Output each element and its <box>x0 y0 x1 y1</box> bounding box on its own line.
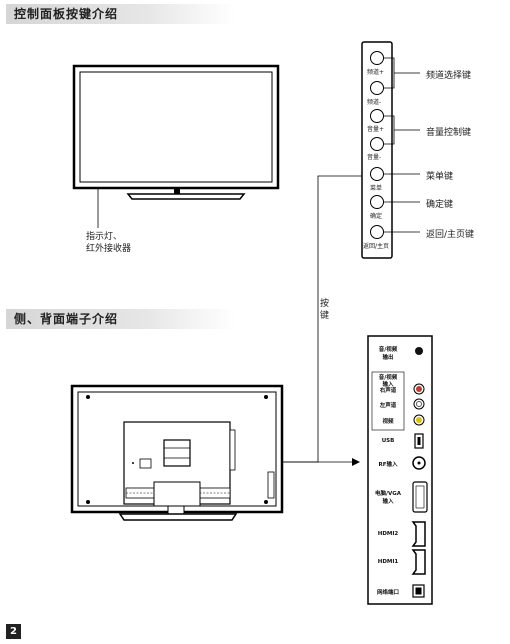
back-home-key-callout: 返回/主页键 <box>426 230 475 240</box>
video-label: 视频 <box>382 419 394 425</box>
rf-in-label: RF输入 <box>378 462 398 468</box>
ok-button-label: 确定 <box>370 213 383 220</box>
hdmi1-label: HDMI1 <box>377 559 399 565</box>
ok-key-callout: 确定键 <box>426 200 454 210</box>
network-port-label: 网络端口 <box>376 590 399 596</box>
page-number: 2 <box>6 624 21 639</box>
av-out-label-line1: 音/视频 <box>378 347 398 353</box>
tv-back-illustration <box>70 384 284 521</box>
av-in-label-line2: 输入 <box>382 382 394 388</box>
usb-label: USB <box>381 438 395 444</box>
right-channel-label: 右声道 <box>379 388 397 394</box>
channel-down-label: 频道- <box>367 99 382 106</box>
av-out-label-line2: 输出 <box>382 355 394 361</box>
control-panel-section-title: 控制面板按键介绍 <box>6 4 236 24</box>
hdmi2-label: HDMI2 <box>377 531 399 537</box>
volume-keys-callout: 音量控制键 <box>426 128 472 138</box>
volume-down-label: 音量- <box>367 154 382 161</box>
menu-button-label: 菜单 <box>370 185 383 192</box>
channel-up-label: 频道+ <box>367 69 385 76</box>
pc-vga-label-line2: 输入 <box>382 499 394 505</box>
left-channel-label: 左声道 <box>379 403 397 409</box>
indicator-label-line2: 红外接收器 <box>86 244 132 254</box>
port-panel-illustration <box>367 335 433 605</box>
av-in-label-line1: 音/视频 <box>378 375 398 381</box>
control-panel-illustration <box>361 41 420 259</box>
ports-section-title: 侧、背面端子介绍 <box>6 309 236 329</box>
volume-up-label: 音量+ <box>367 126 385 133</box>
indicator-label-line1: 指示灯、 <box>86 232 123 242</box>
channel-keys-callout: 频道选择键 <box>426 71 472 81</box>
menu-key-callout: 菜单键 <box>426 172 454 182</box>
tv-front-illustration <box>72 64 280 228</box>
pc-vga-label-line1: 电脑/VGA <box>374 491 402 497</box>
back-home-button-label: 返回/主页 <box>363 243 390 250</box>
connector-label-line1: 按 <box>320 299 330 309</box>
connector-label-line2: 键 <box>320 311 330 321</box>
